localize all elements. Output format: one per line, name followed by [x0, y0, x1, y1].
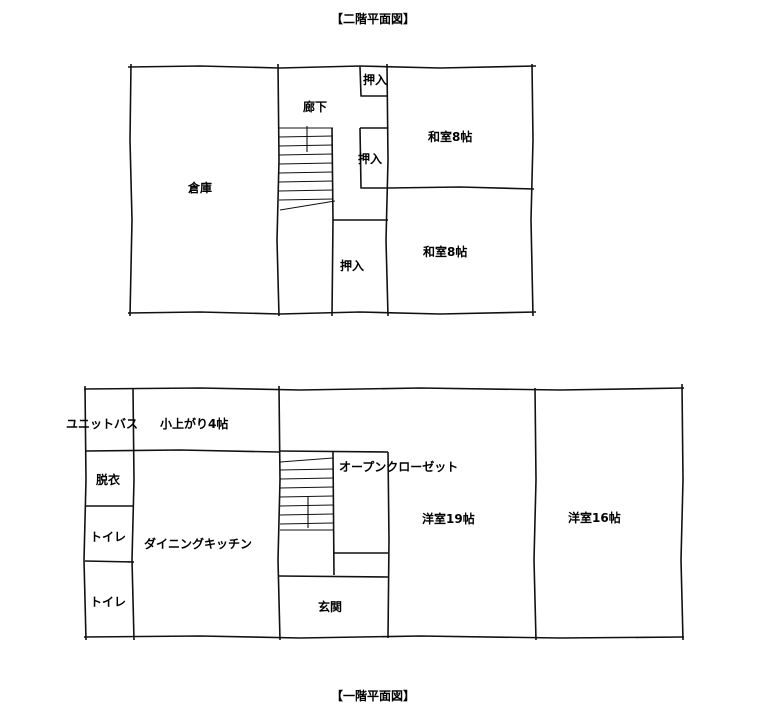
room-toilet-1: トイレ — [90, 530, 127, 544]
room-storage: 倉庫 — [188, 181, 213, 195]
floor1-walls — [83, 383, 685, 641]
room-washitsu-top: 和室8帖 — [428, 130, 473, 144]
room-hallway: 廊下 — [303, 100, 328, 114]
room-dressing: 脱衣 — [96, 473, 121, 487]
floor1-stairs — [279, 457, 334, 531]
room-washitsu-bottom: 和室8帖 — [423, 245, 468, 259]
floor2-stairs — [278, 126, 336, 211]
room-closet-bottom: 押入 — [340, 259, 365, 273]
room-closet-top: 押入 — [363, 73, 388, 87]
room-entrance: 玄関 — [318, 600, 343, 614]
room-unit-bath: ユニットバス — [66, 417, 139, 431]
room-western-16: 洋室16帖 — [568, 511, 621, 525]
room-dining-kitchen: ダイニングキッチン — [144, 537, 253, 551]
room-western-19: 洋室19帖 — [422, 512, 475, 526]
floor2-title: 【二階平面図】 — [331, 12, 416, 26]
floor2-walls — [127, 63, 537, 317]
floor1-title: 【一階平面図】 — [331, 689, 416, 703]
room-toilet-2: トイレ — [90, 595, 127, 609]
room-closet-mid: 押入 — [358, 152, 383, 166]
room-koagari: 小上がり4帖 — [160, 417, 229, 431]
room-open-closet: オープンクローゼット — [339, 460, 459, 474]
